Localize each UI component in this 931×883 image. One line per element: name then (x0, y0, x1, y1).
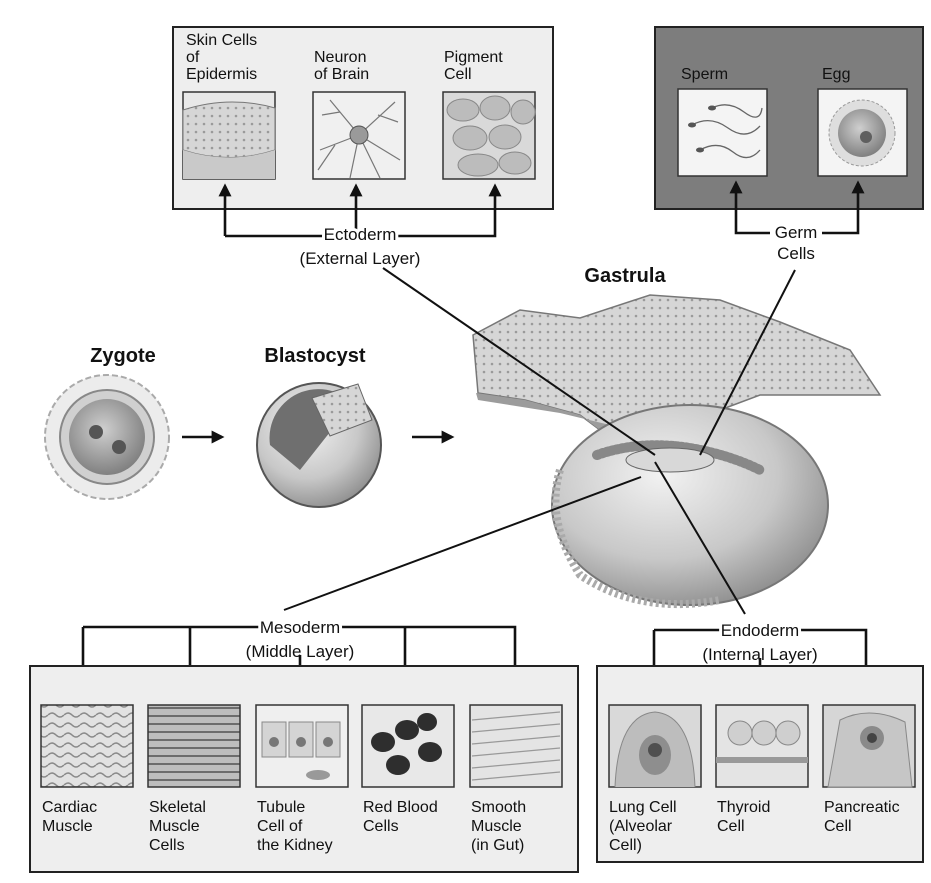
endoderm-cell-label-0: Lung Cell (Alveolar Cell) (609, 799, 681, 854)
gastrula-title: Gastrula (584, 265, 666, 287)
germ-sublabel: Cells (777, 244, 815, 263)
ectoderm-label: Ectoderm (324, 225, 397, 244)
ectoderm-connectors (218, 183, 502, 238)
ectoderm-cell-label-1: Neuron of Brain (314, 49, 371, 83)
mesoderm-label: Mesoderm (260, 618, 340, 637)
zygote-illustration (44, 374, 170, 500)
thyroid-cell-image (715, 704, 809, 788)
mesoderm-cell-label-1: Skeletal Muscle Cells (149, 799, 210, 854)
blastocyst-title: Blastocyst (264, 345, 365, 367)
gastrula-illustration (472, 294, 882, 609)
germ-cell-panel: Sperm Egg (654, 26, 924, 210)
mesoderm-sublabel: (Middle Layer) (246, 642, 355, 661)
germ-cell-label-1: Egg (822, 66, 850, 83)
egg-image (817, 88, 908, 177)
kidney-tubule-image (255, 704, 349, 788)
sperm-image (677, 88, 768, 177)
zygote-title: Zygote (90, 345, 156, 367)
mesoderm-cell-label-2: Tubule Cell of the Kidney (257, 799, 333, 854)
endoderm-label: Endoderm (721, 621, 799, 640)
neuron-image (312, 91, 406, 180)
mesoderm-cell-label-3: Red Blood Cells (363, 799, 442, 835)
cardiac-muscle-image (40, 704, 134, 788)
germ-cell-label-0: Sperm (681, 66, 728, 83)
germ-label: Germ (775, 223, 818, 242)
smooth-muscle-image (469, 704, 563, 788)
germ-connectors (729, 180, 865, 235)
pigment-cell-image (442, 91, 536, 180)
lung-cell-image (608, 704, 702, 788)
ectoderm-cell-panel: Skin Cells of Epidermis Neuron of Brain … (172, 26, 554, 210)
endoderm-sublabel: (Internal Layer) (702, 645, 817, 664)
skin-cells-image (182, 91, 276, 180)
ectoderm-sublabel: (External Layer) (300, 249, 421, 268)
blastocyst-illustration (256, 382, 382, 508)
pancreatic-cell-image (822, 704, 916, 788)
skeletal-muscle-image (147, 704, 241, 788)
mesoderm-cell-label-4: Smooth Muscle (in Gut) (471, 799, 531, 854)
mesoderm-cell-label-0: Cardiac Muscle (42, 799, 102, 835)
mesoderm-cell-panel: Cardiac Muscle Skeletal Muscle Cells Tub… (29, 665, 579, 873)
ectoderm-cell-label-0: Skin Cells of Epidermis (186, 32, 262, 83)
ectoderm-cell-label-2: Pigment Cell (444, 49, 507, 83)
gastrula-pointer-lines (283, 267, 796, 615)
endoderm-cell-label-2: Pancreatic Cell (824, 799, 904, 835)
red-blood-cells-image (361, 704, 455, 788)
endoderm-cell-panel: Lung Cell (Alveolar Cell) Thyroid Cell P… (596, 665, 924, 863)
endoderm-cell-label-1: Thyroid Cell (717, 799, 775, 835)
